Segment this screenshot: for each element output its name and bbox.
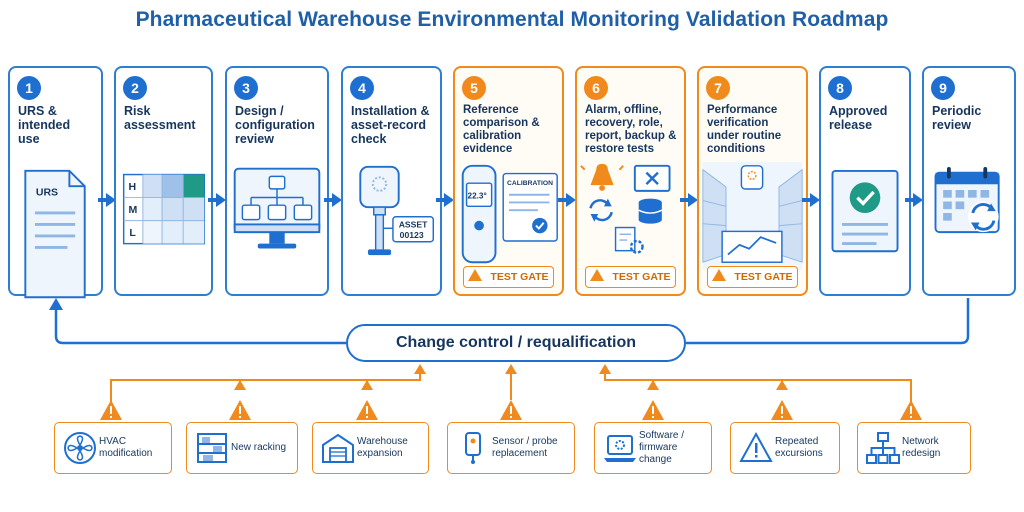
step-6-card: 6 Alarm, offline, recovery, role, report… xyxy=(575,66,686,296)
warning-icon xyxy=(712,269,727,281)
calendar-review-icon xyxy=(934,167,1000,234)
step-label: Alarm, offline, recovery, role, report, … xyxy=(585,104,677,155)
installed-sensor-icon: ASSET 00123 xyxy=(359,165,434,256)
warehouse-performance-icon xyxy=(702,161,803,270)
trigger-software-change: Software / firmware change xyxy=(594,422,712,474)
step-label: Risk assessment xyxy=(124,104,196,132)
test-gate-label: TEST GATE xyxy=(612,271,671,283)
step-5-card: 5 Reference comparison & calibration evi… xyxy=(453,66,564,296)
sensor-icon xyxy=(465,432,481,464)
step-number: 5 xyxy=(462,76,486,100)
risk-row-m: M xyxy=(128,204,137,216)
step-label: Approved release xyxy=(829,104,888,132)
asset-tag-line1: ASSET xyxy=(399,219,428,229)
tests-icon xyxy=(580,163,671,254)
trigger-sensor-replacement: Sensor / probe replacement xyxy=(447,422,575,474)
step-label: Installation & asset-record check xyxy=(351,104,430,146)
step-number: 1 xyxy=(17,76,41,100)
step-number: 7 xyxy=(706,76,730,100)
meter-readout: 22.3° xyxy=(468,192,487,201)
trigger-label: Repeated excursions xyxy=(775,436,823,459)
step-number: 3 xyxy=(234,76,258,100)
warning-icon xyxy=(642,400,664,420)
step-2-card: 2 Risk assessment H M L xyxy=(114,66,213,296)
step-label: Reference comparison & calibration evide… xyxy=(463,104,540,155)
step-number: 9 xyxy=(931,76,955,100)
asset-tag-line2: 00123 xyxy=(400,230,424,240)
warning-icon xyxy=(771,400,793,420)
step-8-card: 8 Approved release xyxy=(819,66,911,296)
flow-arrow xyxy=(558,193,576,207)
flow-arrow xyxy=(98,193,116,207)
step-number: 6 xyxy=(584,76,608,100)
urs-doc-text: URS xyxy=(36,187,58,199)
trigger-label: Warehouse expansion xyxy=(357,436,408,459)
step-label: Design / configuration review xyxy=(235,104,315,146)
trigger-new-racking: New racking xyxy=(186,422,298,474)
warning-icon xyxy=(500,400,522,420)
warning-icon xyxy=(356,400,378,420)
document-icon: URS xyxy=(24,169,86,299)
warning-icon xyxy=(229,400,251,420)
racking-icon xyxy=(197,433,227,463)
warning-icon xyxy=(100,400,122,420)
network-icon xyxy=(866,432,900,464)
trigger-network-redesign: Network redesign xyxy=(857,422,971,474)
trigger-label: New racking xyxy=(231,442,287,453)
warning-icon xyxy=(590,269,605,281)
flow-arrow xyxy=(905,193,923,207)
step-label: URS & intended use xyxy=(18,104,71,146)
fan-icon xyxy=(64,432,96,464)
warning-icon xyxy=(900,400,922,420)
step-number: 4 xyxy=(350,76,374,100)
step-1-card: 1 URS & intended use URS xyxy=(8,66,103,299)
change-control-label: Change control / requalification xyxy=(346,324,686,362)
trigger-warehouse-expansion: Warehouse expansion xyxy=(312,422,429,474)
calibration-doc-text: CALIBRATION xyxy=(507,180,553,187)
flow-arrow xyxy=(680,193,698,207)
test-gate-label: TEST GATE xyxy=(490,271,549,283)
test-gate-badge: TEST GATE xyxy=(585,266,676,288)
laptop-gear-icon xyxy=(604,435,636,462)
trigger-label: Software / firmware change xyxy=(639,430,685,465)
approved-icon xyxy=(831,169,899,253)
flow-arrow xyxy=(802,193,820,207)
step-9-card: 9 Periodic review xyxy=(922,66,1016,296)
trigger-label: HVAC modification xyxy=(99,436,153,459)
calibration-icon: 22.3° CALIBRATION xyxy=(461,164,558,264)
step-number: 8 xyxy=(828,76,852,100)
trigger-hvac: HVAC modification xyxy=(54,422,172,474)
monitor-config-icon xyxy=(233,167,321,249)
flow-arrow xyxy=(208,193,226,207)
risk-row-l: L xyxy=(129,227,136,239)
warning-icon xyxy=(739,431,773,462)
flow-arrow xyxy=(436,193,454,207)
step-7-card: 7 Performance verification under routine… xyxy=(697,66,808,296)
step-label: Periodic review xyxy=(932,104,982,132)
flow-arrow xyxy=(324,193,342,207)
test-gate-badge: TEST GATE xyxy=(707,266,798,288)
step-3-card: 3 Design / configuration review xyxy=(225,66,329,296)
test-gate-badge: TEST GATE xyxy=(463,266,554,288)
step-number: 2 xyxy=(123,76,147,100)
trigger-label: Network redesign xyxy=(902,436,941,459)
warning-icon xyxy=(468,269,483,281)
trigger-label: Sensor / probe replacement xyxy=(492,436,558,459)
warehouse-icon xyxy=(322,433,354,463)
step-4-card: 4 Installation & asset-record check ASSE… xyxy=(341,66,442,296)
risk-row-h: H xyxy=(128,181,136,193)
step-label: Performance verification under routine c… xyxy=(707,104,782,155)
page-title: Pharmaceutical Warehouse Environmental M… xyxy=(135,8,889,31)
test-gate-label: TEST GATE xyxy=(734,271,793,283)
risk-matrix-icon: H M L xyxy=(122,173,206,245)
trigger-repeated-excursions: Repeated excursions xyxy=(730,422,840,474)
